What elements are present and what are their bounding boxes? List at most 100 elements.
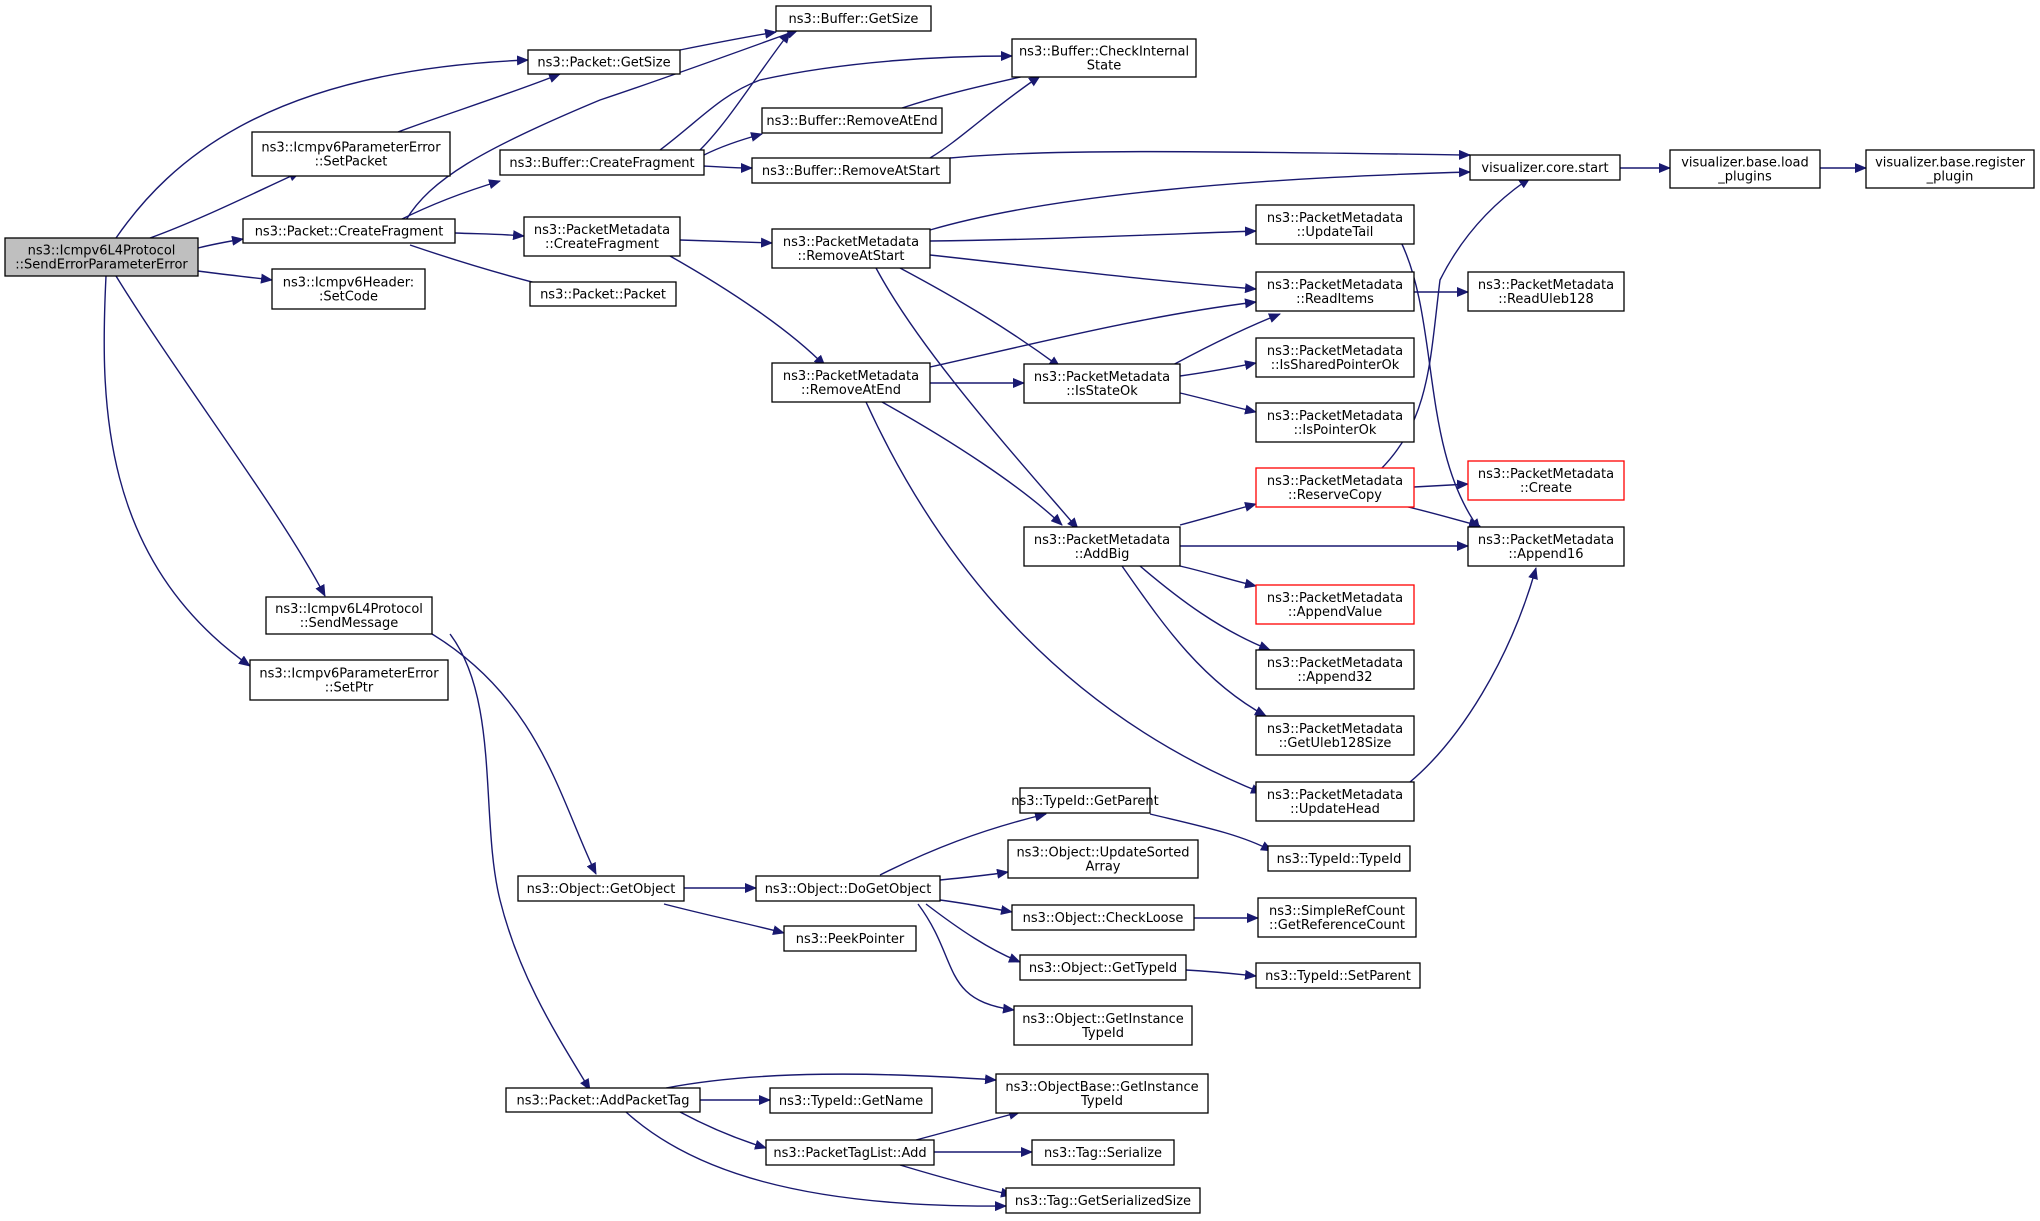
node-pm-issharedptr[interactable]: ns3::PacketMetadata::IsSharedPointerOk: [1255, 337, 1415, 378]
edge-pkt-getsize-to-buf-getsize: [679, 28, 777, 51]
node-box: [1005, 1187, 1201, 1214]
node-buf-getsize[interactable]: ns3::Buffer::GetSize: [775, 5, 932, 32]
edge-pkt-addpackettag-to-ob-getinstancetid: [665, 1073, 997, 1089]
node-box: [1467, 271, 1625, 312]
node-label: ns3::PacketMetadata: [783, 369, 919, 384]
node-src-getrefcount[interactable]: ns3::SimpleRefCount::GetReferenceCount: [1257, 897, 1417, 938]
node-box: [505, 1087, 701, 1113]
node-label: ns3::PacketMetadata: [534, 223, 670, 238]
node-obj-getobject[interactable]: ns3::Object::GetObject: [517, 875, 685, 902]
edge-buf-createfrag-to-buf-removeatend: [703, 132, 763, 156]
node-tid-getparent[interactable]: ns3::TypeId::GetParent: [1011, 787, 1159, 814]
node-box: [529, 281, 677, 307]
node-buf-removeatend[interactable]: ns3::Buffer::RemoveAtEnd: [761, 107, 943, 134]
node-box: [1669, 149, 1821, 189]
node-pm-getuleb[interactable]: ns3::PacketMetadata::GetUleb128Size: [1255, 715, 1415, 756]
node-obj-dogetobject[interactable]: ns3::Object::DoGetObject: [755, 875, 941, 902]
node-label: ns3::PacketMetadata: [1478, 278, 1614, 293]
edge-ptl-add-to-tag-getsersize: [899, 1164, 1013, 1198]
node-label: State: [1087, 59, 1121, 74]
edge-pm-removeatstart-to-pm-readitems: [929, 254, 1257, 294]
edge-pkt-addpackettag-to-tag-getsersize: [625, 1111, 1007, 1212]
node-pkt-addpackettag[interactable]: ns3::Packet::AddPacketTag: [505, 1087, 701, 1113]
edge-pkt-createfrag-to-pm-createfrag: [454, 230, 525, 241]
edge-pm-removeatend-to-pm-updatehead: [865, 401, 1263, 794]
node-ipe-setpacket[interactable]: ns3::Icmpv6ParameterError::SetPacket: [251, 131, 451, 177]
node-tid-getname[interactable]: ns3::TypeId::GetName: [769, 1087, 933, 1114]
node-peekpointer[interactable]: ns3::PeekPointer: [783, 925, 917, 952]
node-tag-serialize[interactable]: ns3::Tag::Serialize: [1031, 1139, 1175, 1166]
node-obj-gettypeid[interactable]: ns3::Object::GetTypeId: [1019, 954, 1187, 981]
node-buf-removeatstart[interactable]: ns3::Buffer::RemoveAtStart: [751, 157, 951, 184]
node-root[interactable]: ns3::Icmpv6L4Protocol::SendErrorParamete…: [4, 237, 199, 277]
node-label: ns3::PeekPointer: [796, 932, 905, 947]
node-vis-start[interactable]: visualizer.core.start: [1469, 154, 1621, 181]
edge-obj-dogetobject-to-tid-getparent: [879, 811, 1047, 876]
edge-pm-addbig-to-pm-getuleb: [1121, 565, 1267, 717]
node-pm-append16[interactable]: ns3::PacketMetadata::Append16: [1467, 526, 1625, 567]
edge-pm-isstateok-to-pm-issharedptr: [1179, 360, 1257, 377]
edge-ptl-add-to-ob-getinstancetid: [915, 1110, 1021, 1141]
edge-pm-reservecopy-to-pm-create: [1413, 479, 1469, 490]
node-tid-setparent[interactable]: ns3::TypeId::SetParent: [1255, 962, 1421, 989]
node-ipe-setptr[interactable]: ns3::Icmpv6ParameterError::SetPtr: [249, 659, 449, 701]
node-label: ns3::PacketMetadata: [1034, 533, 1170, 548]
node-pm-removeatend[interactable]: ns3::PacketMetadata::RemoveAtEnd: [771, 362, 931, 403]
node-tid-typeid[interactable]: ns3::TypeId::TypeId: [1267, 845, 1411, 872]
node-pm-readuleb[interactable]: ns3::PacketMetadata::ReadUleb128: [1467, 271, 1625, 312]
node-pm-updatehead[interactable]: ns3::PacketMetadata::UpdateHead: [1255, 781, 1415, 822]
node-pm-readitems[interactable]: ns3::PacketMetadata::ReadItems: [1255, 271, 1415, 312]
edge-buf-removeatstart-to-buf-check: [929, 75, 1041, 159]
node-pm-isptrok[interactable]: ns3::PacketMetadata::IsPointerOk: [1255, 402, 1415, 443]
call-edges: [103, 28, 1867, 1212]
node-label: ns3::PacketMetadata: [1478, 467, 1614, 482]
node-vis-load[interactable]: visualizer.base.load_plugins: [1669, 149, 1821, 189]
node-tag-getsersize[interactable]: ns3::Tag::GetSerializedSize: [1005, 1187, 1201, 1214]
node-obj-checkloose[interactable]: ns3::Object::CheckLoose: [1011, 904, 1195, 931]
node-pm-addbig[interactable]: ns3::PacketMetadata::AddBig: [1023, 526, 1181, 567]
edge-root-to-pkt-createfrag: [197, 235, 244, 249]
edge-pm-reservecopy-to-pm-append16: [1399, 504, 1481, 528]
node-box: [1257, 897, 1417, 938]
node-ptl-add[interactable]: ns3::PacketTagList::Add: [765, 1139, 935, 1166]
edge-pm-removeatend-to-pm-addbig: [881, 401, 1063, 526]
node-vis-register[interactable]: visualizer.base.register_plugin: [1865, 149, 2035, 189]
node-pm-reservecopy[interactable]: ns3::PacketMetadata::ReserveCopy: [1255, 467, 1415, 508]
node-label: ::UpdateHead: [1290, 802, 1380, 817]
edge-pm-addbig-to-pm-append32: [1139, 565, 1271, 651]
edge-obj-dogetobject-to-obj-getinstancetid: [917, 903, 1015, 1014]
node-pm-createfrag[interactable]: ns3::PacketMetadata::CreateFragment: [523, 216, 681, 257]
node-pm-append32[interactable]: ns3::PacketMetadata::Append32: [1255, 649, 1415, 690]
node-pkt-getsize[interactable]: ns3::Packet::GetSize: [527, 49, 681, 75]
edge-pm-addbig-to-pm-reservecopy: [1179, 502, 1257, 526]
node-pm-updatetail[interactable]: ns3::PacketMetadata::UpdateTail: [1255, 204, 1415, 245]
node-label: ns3::PacketMetadata: [1267, 278, 1403, 293]
node-label: ns3::Icmpv6L4Protocol: [275, 602, 423, 617]
node-label: ns3::Tag::GetSerializedSize: [1015, 1194, 1191, 1209]
node-box: [251, 131, 451, 177]
node-buf-createfrag[interactable]: ns3::Buffer::CreateFragment: [499, 149, 705, 176]
node-sendmessage[interactable]: ns3::Icmpv6L4Protocol::SendMessage: [265, 596, 433, 635]
node-label: TypeId: [1080, 1094, 1123, 1109]
node-pm-removeatstart[interactable]: ns3::PacketMetadata::RemoveAtStart: [771, 228, 931, 269]
node-label: ns3::Packet::Packet: [540, 288, 666, 303]
node-box: [249, 659, 449, 701]
node-box: [4, 237, 199, 277]
node-pkt-packet[interactable]: ns3::Packet::Packet: [529, 281, 677, 307]
edge-pm-removeatstart-to-vis-start: [929, 167, 1471, 231]
node-pm-isstateok[interactable]: ns3::PacketMetadata::IsStateOk: [1023, 363, 1181, 404]
node-label: ns3::PacketMetadata: [1267, 722, 1403, 737]
node-pkt-createfrag[interactable]: ns3::Packet::CreateFragment: [242, 218, 456, 244]
node-pm-appendvalue[interactable]: ns3::PacketMetadata::AppendValue: [1255, 584, 1415, 625]
node-label: ns3::Buffer::GetSize: [789, 12, 919, 27]
node-label: ::SendMessage: [300, 616, 398, 631]
node-label: ns3::PacketMetadata: [1034, 370, 1170, 385]
node-hdr-setcode[interactable]: ns3::Icmpv6Header::SetCode: [271, 268, 426, 310]
node-label: ns3::Packet::CreateFragment: [255, 225, 444, 240]
edge-ipe-setpacket-to-pkt-getsize: [397, 73, 561, 133]
node-pm-create[interactable]: ns3::PacketMetadata::Create: [1467, 460, 1625, 501]
